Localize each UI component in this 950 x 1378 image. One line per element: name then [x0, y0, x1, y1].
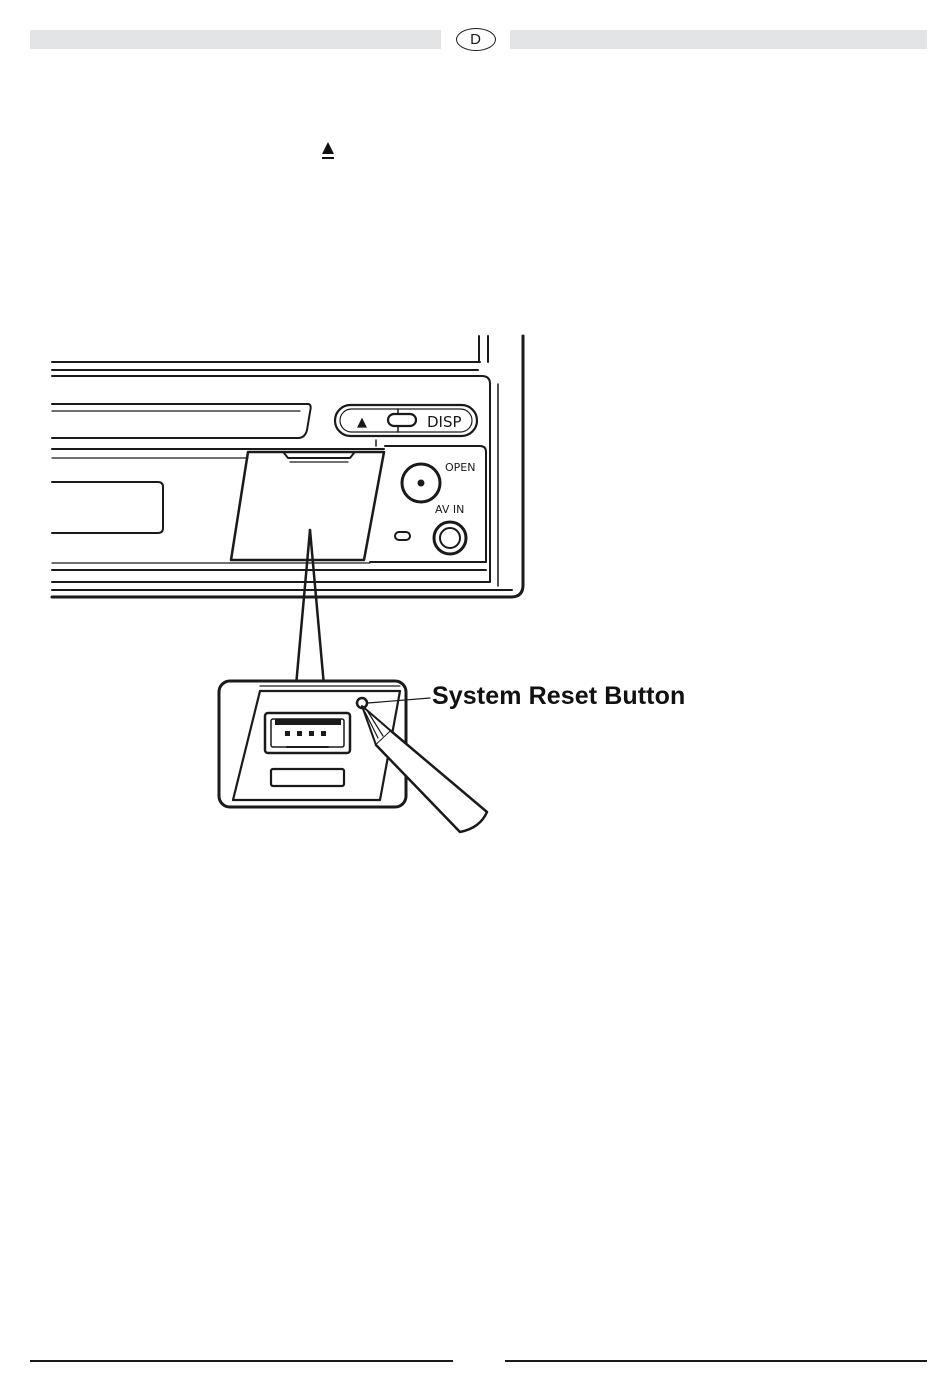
header-bar-left — [30, 30, 445, 49]
system-reset-callout: System Reset Button — [432, 682, 685, 711]
header-bar-right — [510, 30, 927, 49]
language-badge: D — [441, 26, 510, 53]
open-label: OPEN — [445, 461, 475, 474]
disp-button-label: DISP — [427, 413, 462, 431]
reset-illustration: ▲ DISP OPEN AV IN — [0, 330, 950, 850]
av-in-label: AV IN — [435, 503, 464, 516]
eject-button-label: ▲ — [357, 415, 367, 430]
eject-icon — [321, 141, 335, 161]
footer-rule-right — [505, 1360, 927, 1362]
language-code: D — [456, 28, 496, 51]
footer-rule-left — [30, 1360, 453, 1362]
